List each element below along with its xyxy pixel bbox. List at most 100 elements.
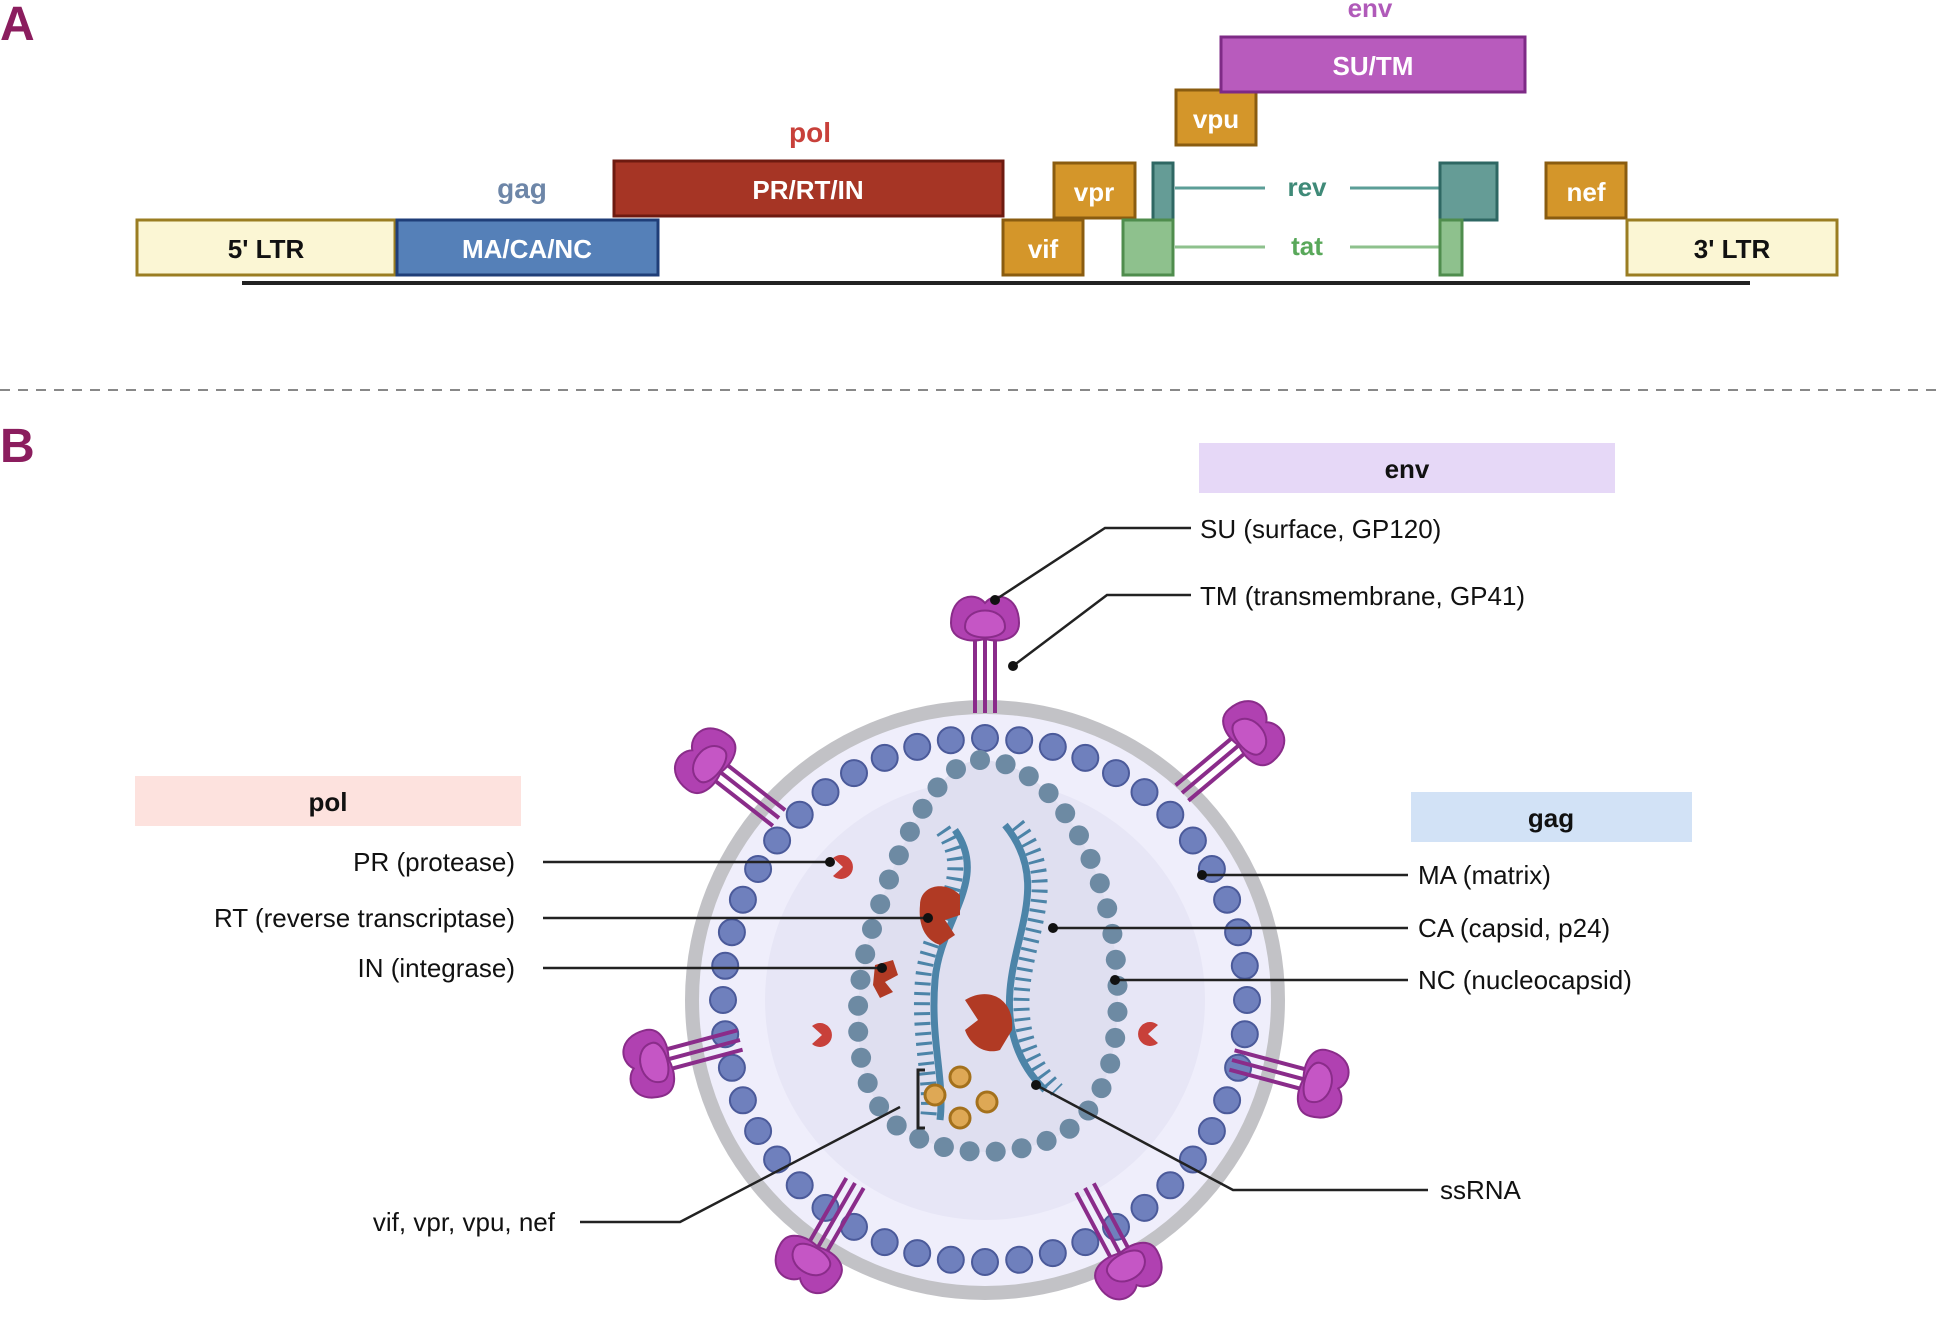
accessory-label: vif, vpr, vpu, nef	[373, 1207, 556, 1237]
matrix-bead	[1156, 800, 1185, 829]
capsid-bead	[912, 798, 933, 819]
capsid-bead	[888, 845, 909, 866]
capsid-bead	[1018, 766, 1039, 787]
gag-gene-box	[395, 218, 660, 277]
capsid-bead	[857, 1073, 878, 1093]
capsid-bead	[1059, 1118, 1080, 1139]
matrix-bead	[728, 1086, 757, 1115]
reverse-transcriptase-shape	[919, 886, 960, 945]
capsid-bead	[1055, 803, 1076, 824]
capsid-bead	[1091, 1078, 1112, 1099]
matrix-bead	[1230, 1020, 1259, 1049]
pol-gene-box	[612, 159, 1005, 218]
capsid-bead	[1100, 1053, 1121, 1074]
capsid-bead	[862, 918, 882, 939]
env-gene-label: SU/TM	[1333, 51, 1414, 81]
matrix-bead	[903, 732, 932, 761]
protease-shape	[833, 854, 853, 879]
capsid-bead	[1011, 1138, 1032, 1159]
matrix-bead	[1005, 1245, 1034, 1274]
matrix-bead	[1213, 885, 1242, 914]
pol-header: pol	[309, 787, 348, 817]
matrix-bead	[711, 951, 740, 980]
nc-label: NC (nucleocapsid)	[1418, 965, 1632, 995]
matrix-bead	[1071, 743, 1100, 772]
ltr5-box	[135, 218, 397, 277]
nef-label: nef	[1567, 177, 1606, 207]
matrix-bead	[785, 1171, 814, 1200]
tm-label: TM (transmembrane, GP41)	[1200, 581, 1525, 611]
capsid-bead	[946, 759, 966, 780]
matrix-bead	[1130, 1193, 1159, 1222]
matrix-bead	[1071, 1228, 1100, 1257]
pol-gene-label: PR/RT/IN	[752, 175, 863, 205]
ma-label: MA (matrix)	[1418, 860, 1551, 890]
nef-box	[1544, 161, 1628, 220]
capsid-bead	[870, 894, 891, 915]
matrix-bead	[840, 759, 868, 788]
ssrna-strands	[913, 819, 1063, 1121]
matrix-bead	[1038, 732, 1067, 761]
matrix-bead	[1224, 918, 1253, 947]
capsid-bead	[927, 777, 948, 798]
matrix-bead	[717, 1053, 746, 1082]
tat-exon1	[1121, 218, 1175, 277]
capsid-bead	[886, 1115, 907, 1136]
gag-header: gag	[1528, 803, 1574, 833]
leader-dots	[825, 595, 1207, 1090]
capsid-bead	[1089, 873, 1110, 894]
matrix-bead	[763, 826, 792, 855]
accessory-protein-3	[975, 1090, 999, 1114]
vif-label: vif	[1028, 234, 1059, 264]
ca-label: CA (capsid, p24)	[1418, 913, 1610, 943]
capsid-bead	[879, 869, 899, 890]
matrix-bead	[1230, 951, 1259, 980]
capsid-bead	[1038, 783, 1059, 804]
rev-exon1	[1151, 161, 1175, 222]
capsid-bead	[970, 750, 990, 770]
ltr3-box	[1625, 218, 1839, 277]
ltr5-label: 5' LTR	[228, 234, 305, 264]
vif-box	[1001, 218, 1085, 277]
matrix-bead	[936, 726, 965, 755]
gag-group-label: gag	[497, 173, 547, 204]
matrix-bead	[1005, 726, 1034, 755]
capsid-bead	[855, 944, 876, 965]
accessory-protein-4	[948, 1106, 972, 1130]
capsid-bead	[1036, 1130, 1057, 1151]
gag-header-band	[1411, 792, 1692, 842]
pol-group-label: pol	[789, 117, 831, 148]
matrix-bead	[709, 986, 737, 1014]
matrix-bead	[1156, 1171, 1185, 1200]
in-label: IN (integrase)	[358, 953, 516, 983]
matrix-bead	[1178, 826, 1207, 855]
matrix-bead	[903, 1239, 932, 1268]
env-header-band	[1199, 443, 1615, 493]
leader-lines	[543, 526, 1428, 1224]
matrix-bead	[744, 855, 773, 883]
env-group-label: env	[1348, 0, 1393, 23]
su-label: SU (surface, GP120)	[1200, 514, 1441, 544]
vpu-label: vpu	[1193, 104, 1239, 134]
capsid-bead	[869, 1096, 890, 1117]
matrix-bead	[717, 918, 746, 947]
capsid-bead	[850, 969, 871, 990]
capsid-bead	[1080, 848, 1101, 869]
rev-group-label: rev	[1287, 172, 1327, 202]
matrix-bead	[1102, 759, 1130, 788]
pol-header-band	[135, 776, 521, 826]
capsid-bead	[1097, 898, 1118, 919]
matrix-bead-ring	[709, 724, 1261, 1276]
matrix-bead	[1130, 778, 1159, 807]
accessory-protein-2	[923, 1083, 947, 1107]
matrix-bead	[1233, 986, 1261, 1014]
env-gene-box	[1219, 35, 1527, 94]
matrix-bead	[785, 800, 814, 829]
accessory-protein-1	[948, 1065, 972, 1089]
capsid-bead	[899, 821, 920, 842]
protease-shape-3	[1138, 1022, 1158, 1047]
matrix-bead	[763, 1145, 792, 1174]
capsid-bead	[1105, 1027, 1126, 1048]
gag-gene-label: MA/CA/NC	[462, 234, 592, 264]
